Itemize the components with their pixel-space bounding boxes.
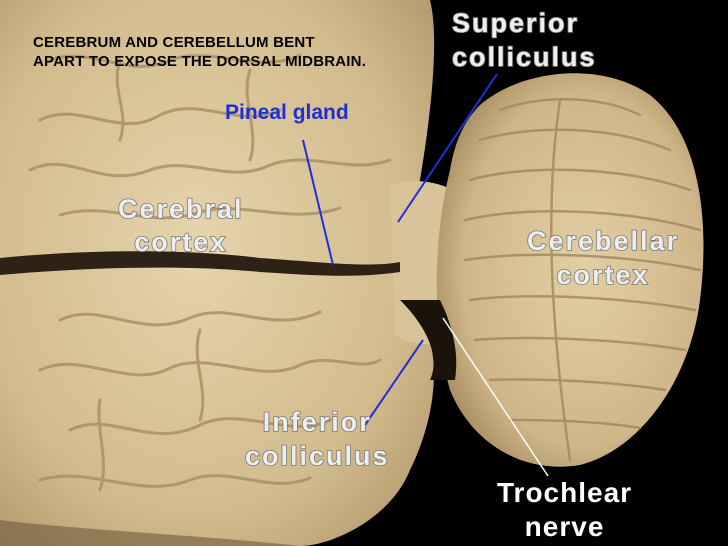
label-inferior-colliculus: Inferior colliculus: [244, 406, 390, 472]
longitudinal-fissure: [0, 251, 400, 276]
label-pineal-gland: Pineal gland: [225, 101, 349, 124]
slide-caption: CEREBRUM AND CEREBELLUM BENT APART TO EXP…: [33, 33, 366, 71]
label-superior-colliculus: Superior colliculus: [451, 7, 597, 73]
label-trochlear-nerve: Trochlear nerve: [497, 477, 633, 542]
cerebellar-folia: [463, 98, 702, 462]
gyri-folds: [28, 53, 392, 492]
pointer-pineal-gland: [302, 139, 334, 266]
caption-line-1: CEREBRUM AND CEREBELLUM BENT: [33, 34, 315, 51]
pointer-inferior-colliculus: [362, 339, 424, 429]
pointer-trochlear-nerve: [442, 317, 549, 477]
label-cerebellar-cortex: Cerebellar cortex: [526, 225, 680, 291]
cerebellum: [436, 73, 704, 467]
pointer-superior-colliculus: [397, 73, 498, 223]
cerebrum: [0, 0, 435, 546]
label-cerebral-cortex: Cerebral cortex: [117, 193, 244, 258]
caption-line-2: APART TO EXPOSE THE DORSAL MIDBRAIN.: [33, 53, 367, 70]
